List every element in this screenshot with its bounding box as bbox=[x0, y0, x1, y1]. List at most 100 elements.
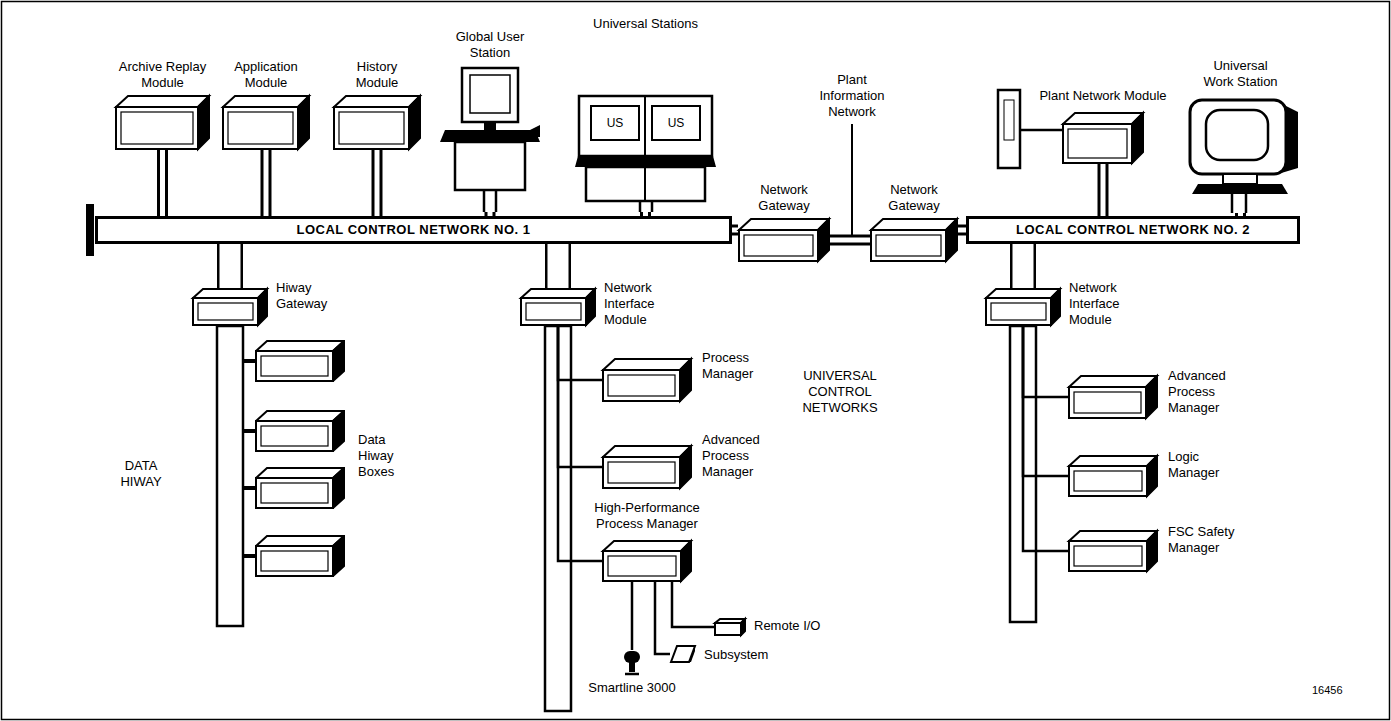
network-bus: LOCAL CONTROL NETWORK NO. 1 bbox=[95, 216, 732, 244]
network-pipe bbox=[732, 230, 738, 231]
network-pipe bbox=[1103, 164, 1104, 216]
network-pipe bbox=[266, 150, 267, 216]
box-outline bbox=[738, 218, 830, 262]
node-label: Application Module bbox=[221, 59, 311, 91]
box-outline bbox=[192, 288, 268, 326]
box-outline bbox=[1062, 112, 1144, 164]
controller-box: Advanced Process Manager bbox=[1068, 375, 1158, 419]
box-outline bbox=[602, 358, 692, 402]
node-label: Advanced Process Manager bbox=[1168, 368, 1248, 416]
box-outline bbox=[222, 95, 310, 150]
network-link bbox=[558, 326, 602, 561]
network-pipe bbox=[830, 240, 870, 241]
subsystem-box: Subsystem bbox=[670, 645, 696, 663]
node-label: Archive Replay Module bbox=[111, 59, 215, 91]
network-link bbox=[1023, 326, 1068, 397]
controller-box: Logic Manager bbox=[1068, 455, 1158, 497]
network-link bbox=[558, 326, 602, 380]
box-outline bbox=[520, 288, 596, 326]
workstation-outline bbox=[1178, 98, 1303, 213]
module-box: Application Module bbox=[222, 95, 310, 150]
module-box: History Module bbox=[333, 95, 421, 150]
node-label: Plant Network Module bbox=[1018, 88, 1188, 104]
box-outline bbox=[985, 288, 1061, 326]
network-pipe bbox=[958, 230, 966, 231]
box-outline bbox=[1068, 375, 1158, 419]
box-outline bbox=[115, 95, 210, 150]
node-label: Hiway Gateway bbox=[276, 280, 346, 312]
box-outline bbox=[1068, 455, 1158, 497]
station-screen: US bbox=[651, 105, 701, 141]
gateway-box: Network Gateway bbox=[870, 218, 958, 262]
data-hiway-box bbox=[243, 341, 344, 576]
node-label: Advanced Process Manager bbox=[702, 432, 782, 480]
node-label: LOCAL CONTROL NETWORK NO. 2 bbox=[1016, 222, 1250, 238]
node-label: Network Interface Module bbox=[1069, 280, 1159, 328]
remote-io-box: Remote I/O bbox=[714, 618, 746, 636]
network-pipe bbox=[377, 150, 378, 216]
annotation-label: Plant Information Network bbox=[807, 72, 897, 120]
node-label: Network Interface Module bbox=[604, 280, 694, 328]
network-pipe bbox=[1023, 244, 1024, 288]
network-link bbox=[632, 582, 633, 650]
node-label: Subsystem bbox=[704, 647, 794, 663]
node-label: Smartline 3000 bbox=[572, 680, 692, 696]
data-hiway-bus bbox=[217, 326, 243, 626]
network-pipe bbox=[162, 150, 163, 216]
node-label: Remote I/O bbox=[754, 618, 844, 634]
interface-box: Network Interface Module bbox=[520, 288, 596, 326]
gateway-box: Network Gateway bbox=[738, 218, 830, 262]
bus-end-cap bbox=[86, 204, 94, 256]
network-link bbox=[558, 326, 602, 467]
station-screen: US bbox=[590, 105, 640, 141]
controller-box: High-Performance Process Manager bbox=[602, 540, 692, 582]
annotation-label: UNIVERSAL CONTROL NETWORKS bbox=[785, 368, 895, 416]
transmitter-outline bbox=[622, 650, 642, 676]
node-label: High-Performance Process Manager bbox=[582, 500, 712, 532]
user-station: Global User Station bbox=[440, 67, 540, 212]
node-label: LOCAL CONTROL NETWORK NO. 1 bbox=[296, 222, 530, 238]
figure-number: 16456 bbox=[1312, 683, 1372, 697]
universal-stations: Universal StationsUSUS bbox=[578, 95, 713, 212]
box-outline bbox=[714, 618, 746, 636]
box-outline bbox=[602, 540, 692, 582]
node-label: History Module bbox=[337, 59, 417, 91]
network-link bbox=[672, 582, 714, 627]
controller-box: Advanced Process Manager bbox=[602, 445, 692, 489]
box-outline bbox=[870, 218, 958, 262]
network-pipe bbox=[230, 244, 231, 288]
module-box: Archive Replay Module bbox=[115, 95, 210, 150]
annotation-label: DATA HIWAY bbox=[112, 458, 170, 490]
node-label: Universal Stations bbox=[576, 16, 716, 32]
network-bus: LOCAL CONTROL NETWORK NO. 2 bbox=[966, 216, 1300, 244]
node-label: US bbox=[668, 116, 685, 130]
node-label: Global User Station bbox=[450, 29, 530, 61]
network-pipe bbox=[558, 244, 559, 288]
interface-box: Network Interface Module bbox=[985, 288, 1061, 326]
box-outline bbox=[670, 645, 696, 663]
transmitter-symbol: Smartline 3000 bbox=[622, 650, 642, 676]
node-label: Logic Manager bbox=[1168, 449, 1248, 481]
node-label: Universal Work Station bbox=[1203, 58, 1278, 90]
node-label: US bbox=[607, 116, 624, 130]
gateway-box: Hiway Gateway bbox=[192, 288, 268, 326]
annotation-label: Data Hiway Boxes bbox=[358, 432, 418, 480]
node-label: FSC Safety Manager bbox=[1168, 524, 1258, 556]
work-station: Universal Work Station bbox=[1178, 98, 1303, 213]
network-link bbox=[1023, 326, 1068, 476]
network-link bbox=[655, 582, 670, 654]
node-label: Network Gateway bbox=[874, 182, 954, 214]
node-label: Process Manager bbox=[702, 350, 782, 382]
controller-box: FSC Safety Manager bbox=[1068, 530, 1158, 572]
box-outline bbox=[602, 445, 692, 489]
node-label: Network Gateway bbox=[744, 182, 824, 214]
branch-line bbox=[851, 124, 853, 235]
module-box: Plant Network Module bbox=[1062, 112, 1144, 164]
box-outline bbox=[333, 95, 421, 150]
network-link bbox=[1023, 326, 1068, 551]
controller-box: Process Manager bbox=[602, 358, 692, 402]
box-outline bbox=[1068, 530, 1158, 572]
station-outline bbox=[440, 67, 540, 212]
